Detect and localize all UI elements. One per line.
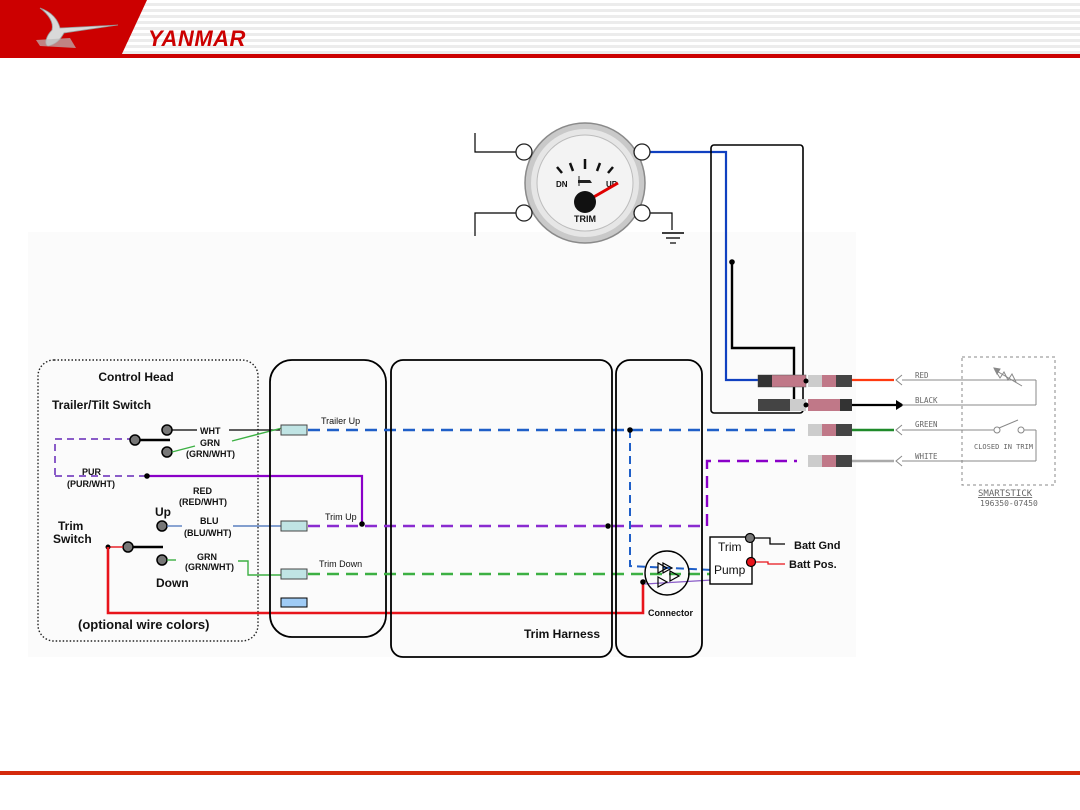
wire-label-grn2: GRN xyxy=(197,552,217,562)
smartstick-wire-green: GREEN xyxy=(915,420,938,429)
wire-label-red: RED xyxy=(193,486,213,496)
footer-rule xyxy=(0,771,1080,775)
gauge-hub xyxy=(574,191,596,213)
brand-wordmark: YANMAR xyxy=(148,26,246,51)
wire-label-blu: BLU xyxy=(200,516,219,526)
batt-gnd-label: Batt Gnd xyxy=(794,540,840,552)
connector-box xyxy=(615,359,703,658)
trailer-up-label: Trailer Up xyxy=(321,416,360,426)
connector-block xyxy=(269,359,387,638)
optional-colors-note: (optional wire colors) xyxy=(78,617,209,632)
smartstick-title: SMARTSTICK xyxy=(978,489,1033,499)
trim-pump-label-1: Trim xyxy=(718,540,742,554)
control-head-title: Control Head xyxy=(98,370,173,384)
batt-pos-terminal xyxy=(745,556,757,568)
wire-label-grn-alt: (GRN/WHT) xyxy=(186,449,235,459)
pin-trim-up xyxy=(280,520,308,532)
smartstick-wire-white: WHITE xyxy=(915,452,938,461)
smartstick-wire-red: RED xyxy=(915,371,929,380)
smartstick-switch-note: CLOSED IN TRIM xyxy=(974,443,1033,451)
smartstick-part-number: 196350-07450 xyxy=(980,499,1038,508)
header-banner: YANMAR xyxy=(0,0,1080,58)
trim-up-label: Trim Up xyxy=(325,512,357,522)
trim-switch-label-2: Switch xyxy=(53,532,92,546)
wire-label-red-alt: (RED/WHT) xyxy=(179,497,227,507)
connector-label: Connector xyxy=(648,608,693,618)
pin-trim-down xyxy=(280,568,308,580)
trim-switch-label-1: Trim xyxy=(58,519,83,533)
wire-label-pur: PUR xyxy=(82,467,102,477)
wire-label-grn2-alt: (GRN/WHT) xyxy=(185,562,234,572)
header-underline xyxy=(0,54,1080,58)
wire-label-blu-alt: (BLU/WHT) xyxy=(184,528,231,538)
sender-box xyxy=(710,144,804,414)
trim-harness-label: Trim Harness xyxy=(524,627,600,641)
pin-trailer-up xyxy=(280,424,308,436)
purple-wire xyxy=(147,474,364,524)
wire-label-wht: WHT xyxy=(200,426,221,436)
trim-down-label: Trim Down xyxy=(319,559,362,569)
switch-icon xyxy=(998,419,1019,429)
gauge-terminal xyxy=(515,143,533,161)
wire-label-pur-alt: (PUR/WHT) xyxy=(67,479,115,489)
switch-down-label: Down xyxy=(156,576,189,590)
trim-pump-label-2: Pump xyxy=(714,563,746,577)
trailer-switch-label: Trailer/Tilt Switch xyxy=(52,398,151,412)
trim-gauge: DN UP TRIM xyxy=(474,122,760,382)
gauge-terminal xyxy=(633,143,651,161)
ground-icon xyxy=(662,232,684,244)
connector-icon xyxy=(644,550,690,596)
gauge-dn-label: DN xyxy=(556,180,568,189)
wire-label-grn: GRN xyxy=(200,438,220,448)
batt-gnd-terminal xyxy=(744,532,756,544)
gauge-label: TRIM xyxy=(574,214,596,224)
red-power-wire xyxy=(106,547,645,615)
batt-pos-label: Batt Pos. xyxy=(789,559,837,571)
control-head-box xyxy=(37,359,259,642)
diagram-background xyxy=(28,232,856,657)
trailer-tilt-switch xyxy=(54,424,283,477)
gauge-terminal xyxy=(515,204,533,222)
butt-connectors xyxy=(757,374,852,467)
pin-spare xyxy=(280,597,308,608)
seagull-logo-icon xyxy=(36,7,119,48)
switch-up-label: Up xyxy=(155,505,171,519)
boat-trim-icon xyxy=(578,176,592,186)
trim-harness-box xyxy=(390,359,613,658)
smartstick-wire-black: BLACK xyxy=(915,396,938,405)
trim-pump-box xyxy=(709,536,753,585)
gauge-signal-wire xyxy=(650,150,760,382)
smartstick-schematic: RED BLACK GREEN WHITE CLOSED IN TRIM SMA… xyxy=(895,356,1056,508)
gauge-terminal xyxy=(633,204,651,222)
gauge-up-label: UP xyxy=(606,180,618,189)
